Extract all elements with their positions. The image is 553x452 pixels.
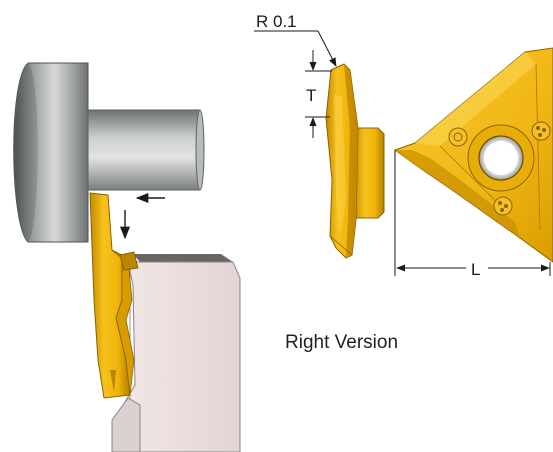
insert-locator-right <box>531 121 551 141</box>
insert-side-flank <box>344 64 358 258</box>
insert-locator-left <box>448 127 468 147</box>
insert-top-inner-edge <box>439 145 506 211</box>
thickness-dimension: T <box>305 50 332 138</box>
insert-top-bore-hole <box>484 141 518 175</box>
insert-side-edge <box>329 235 353 256</box>
tool-holder-lower-bevel <box>111 397 141 452</box>
insert-top-facet-lower <box>420 158 520 238</box>
tool-holder <box>111 254 241 452</box>
insert-top-view <box>393 47 553 263</box>
workpiece-shaft-end <box>195 109 205 191</box>
insert-side-rear-block <box>353 127 385 219</box>
insert-top-facet-upper <box>415 52 536 146</box>
tool-holder-body <box>124 261 241 452</box>
mounted-insert-clamp <box>119 251 139 271</box>
feed-arrows <box>119 192 165 240</box>
length-dimension: L <box>394 150 551 279</box>
insert-top-tip <box>395 150 430 168</box>
tool-holder-top <box>133 254 233 262</box>
version-caption: Right Version <box>285 332 398 353</box>
radius-leader-arrow <box>317 30 337 67</box>
length-label: L <box>471 260 480 279</box>
insert-side-highlight <box>334 95 346 236</box>
insert-top-inner-edge-2 <box>535 63 541 231</box>
insert-side-view <box>325 63 385 259</box>
mounted-insert <box>89 192 139 399</box>
mounted-insert-flank <box>111 249 135 396</box>
radius-dimension: R 0.1 <box>254 12 337 67</box>
insert-locator-bottom <box>493 196 513 216</box>
workpiece <box>13 62 205 243</box>
workpiece-shaft <box>87 109 201 191</box>
workpiece-chuck-face <box>14 63 38 242</box>
radius-label: R 0.1 <box>256 12 297 31</box>
mounted-insert-shadow <box>110 370 116 392</box>
thickness-label: T <box>306 86 316 105</box>
